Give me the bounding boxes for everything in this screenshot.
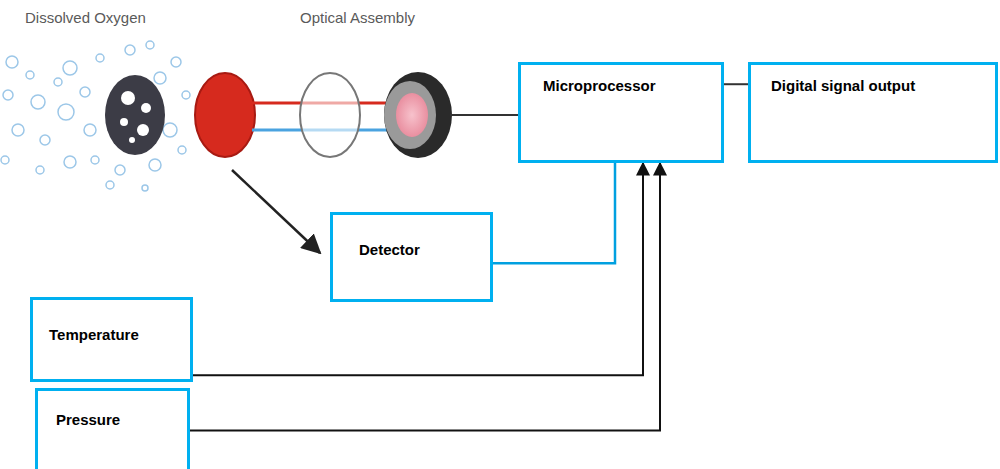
optical-housing [384,72,452,158]
box-label: Microprocessor [543,77,656,94]
sensor-box: Pressure [35,388,190,469]
oxygen-bubbles [1,41,190,191]
lens-disc [300,73,360,157]
housing-to-processor-line [450,114,518,116]
box-label: Digital signal output [771,77,915,94]
signal-connector [493,163,615,263]
part-name: Dissolved Oxygen [25,9,146,26]
box-label: Pressure [56,411,120,428]
membrane-disc [105,75,165,155]
signal-connector [724,83,748,85]
signal-connector [193,163,643,375]
detector-box: Detector [330,212,493,302]
signal-connector [190,163,660,431]
part-name: Optical Assembly [300,9,415,26]
sensor-box: Temperature [30,297,193,382]
disc-to-detector-arrow [232,170,320,253]
box-label: Detector [359,241,420,258]
processor-box: Microprocessor [518,62,724,163]
sensing-disc [195,73,255,157]
box-label: Temperature [49,326,139,343]
output-box: Digital signal output [748,62,998,163]
